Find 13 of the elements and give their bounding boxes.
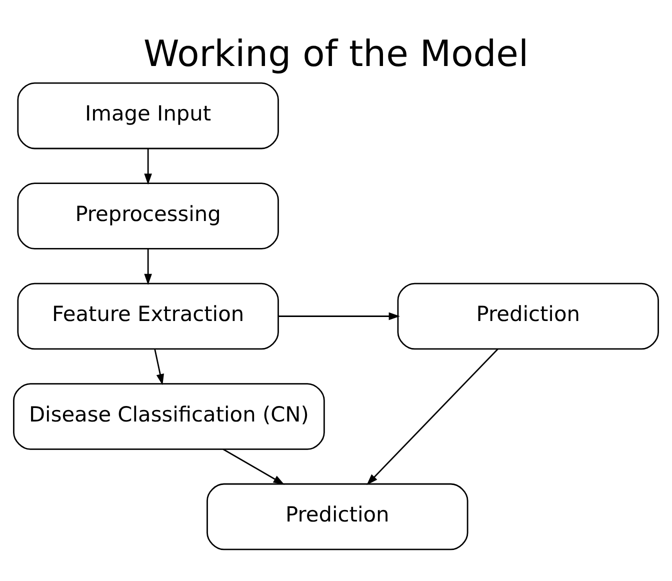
node-box: Feature Extraction — [17, 282, 279, 350]
arrow — [278, 312, 400, 320]
node-box: Prediction — [397, 282, 659, 350]
node-box: Preprocessing — [17, 182, 279, 250]
arrow — [144, 148, 152, 185]
node-box: Prediction — [206, 483, 468, 550]
node-box: Disease Classification (CN) — [13, 383, 325, 450]
arrow — [366, 348, 498, 485]
arrow — [144, 248, 152, 285]
arrow — [222, 448, 285, 485]
arrow — [154, 348, 164, 386]
diagram-title: Working of the Model — [143, 32, 529, 76]
node-box: Image Input — [17, 82, 279, 150]
